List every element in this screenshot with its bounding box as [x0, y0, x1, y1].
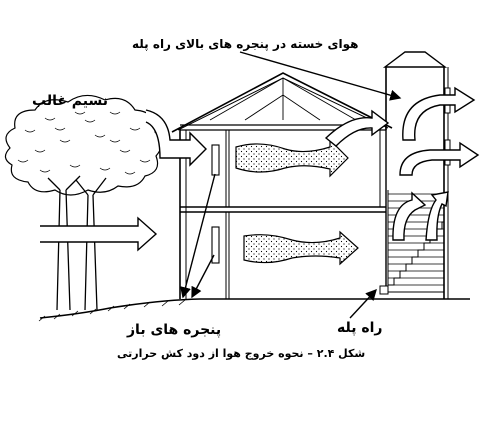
- stair-tower: [379, 51, 451, 299]
- label-tired-air-top-windows: هوای خسته در پنجره های بالای راه پله: [132, 37, 359, 51]
- label-open-windows: پنجره های باز: [127, 322, 222, 338]
- wind-arrow-upper: [145, 109, 207, 167]
- lower-dotted-airflow-arrow: [243, 230, 359, 266]
- label-prevailing-wind: نسیم غالب: [32, 93, 108, 109]
- exhaust-arrows: [324, 86, 480, 241]
- tree: [4, 94, 163, 311]
- figure-caption: شکل ۲.۴ – نحوه خروج هوا از دود کش حرارتی: [117, 347, 366, 360]
- leader-lines: [180, 51, 402, 319]
- house: [171, 72, 393, 299]
- ground-line: [38, 298, 470, 322]
- label-stairwell: راه پله: [337, 320, 383, 336]
- wind-arrow-lower: [40, 216, 158, 252]
- upper-dotted-airflow-arrow: [235, 138, 349, 178]
